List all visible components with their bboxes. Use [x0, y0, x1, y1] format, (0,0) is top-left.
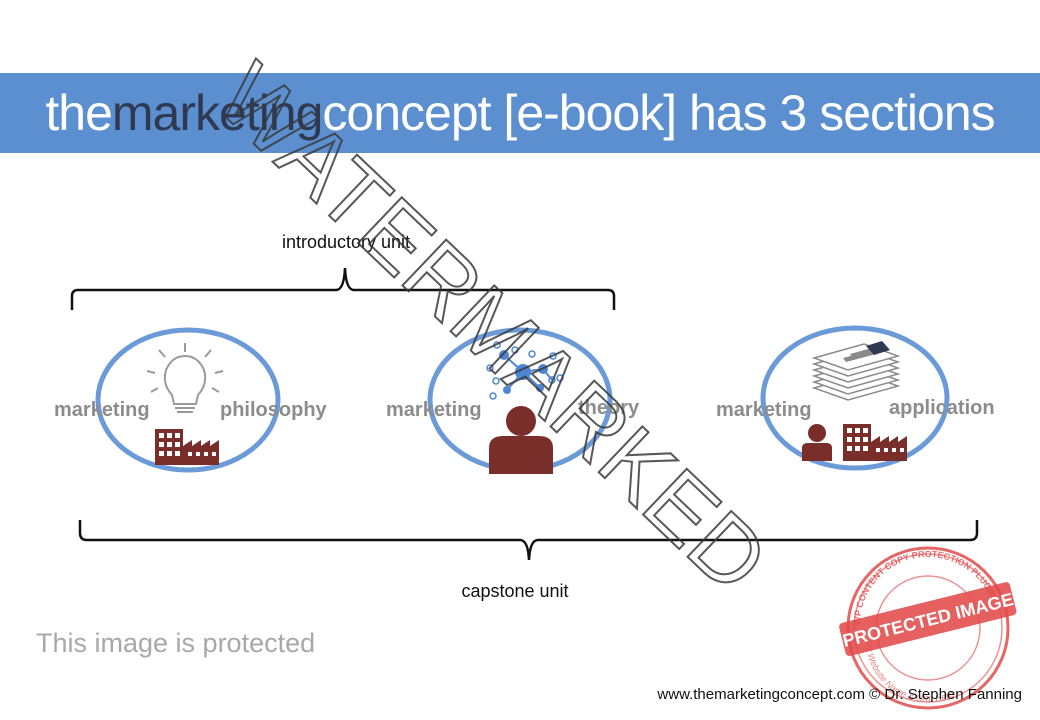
section-application: marketing application: [716, 325, 995, 471]
watermark-diagonal-text: WATERMARKED: [198, 45, 787, 612]
credit-footer: www.themarketingconcept.com © Dr. Stephe…: [657, 686, 1022, 703]
section-philosophy-circle: [95, 327, 281, 473]
section-application-right-label: application: [889, 397, 995, 419]
introductory-unit-brace: [70, 267, 616, 310]
factory-icon: [155, 429, 219, 465]
capstone-unit-brace: [78, 520, 979, 561]
capstone-unit-label: capstone unit: [461, 581, 568, 601]
page-title: themarketingconcept [e-book] has 3 secti…: [0, 73, 1040, 153]
title-part-rest: concept [e-book] has 3 sections: [322, 85, 995, 141]
section-philosophy: marketing philosophy: [54, 327, 328, 473]
lightbulb-icon: [146, 343, 224, 413]
title-part-marketing: marketing: [111, 85, 324, 141]
protected-image-stamp: WP CONTENT COPY PROTECTION PLUGIN My Web…: [839, 546, 1017, 710]
section-philosophy-left-label: marketing: [54, 399, 150, 421]
person-factory-icon: [802, 424, 907, 461]
network-nodes-icon: [486, 341, 564, 400]
section-theory-left-label: marketing: [386, 399, 482, 421]
title-banner: themarketingconcept [e-book] has 3 secti…: [0, 73, 1040, 153]
section-application-left-label: marketing: [716, 399, 812, 421]
document-stack-icon: [811, 341, 901, 401]
section-application-circle: [760, 325, 950, 471]
person-icon: [489, 406, 553, 474]
section-theory: marketing theory: [386, 327, 640, 474]
introductory-unit-label: introductory unit: [282, 232, 410, 252]
protected-notice: This image is protected: [36, 628, 316, 658]
section-philosophy-right-label: philosophy: [220, 399, 328, 421]
title-part-the: the: [45, 85, 113, 141]
section-theory-right-label: theory: [578, 397, 640, 419]
